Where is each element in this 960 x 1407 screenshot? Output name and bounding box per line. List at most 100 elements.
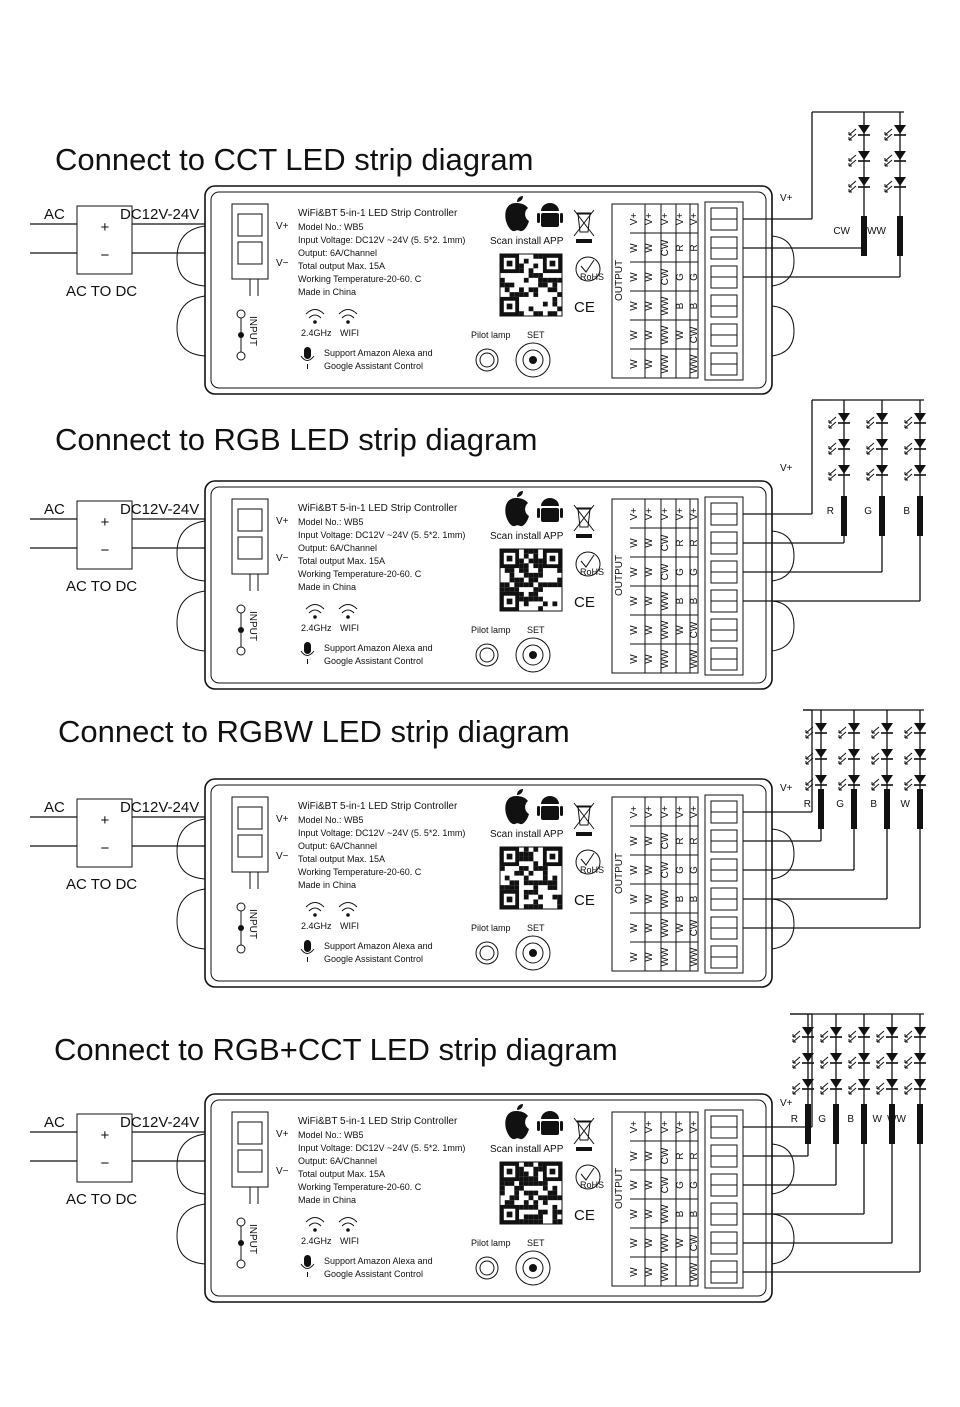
mic-stand	[300, 948, 315, 962]
qr-module	[523, 1200, 529, 1205]
output-channel-label: R	[675, 539, 686, 546]
output-channel-label: W	[644, 923, 655, 933]
qr-module	[538, 558, 543, 564]
diode-triangle	[838, 439, 850, 448]
qr-module	[504, 1200, 510, 1205]
mic-head	[304, 1255, 311, 1267]
output-channel-label: B	[689, 597, 700, 604]
strip-channel-label: B	[847, 1114, 854, 1125]
controller-body	[204, 778, 773, 988]
qr-module	[523, 582, 529, 588]
strip-resistor	[851, 789, 857, 829]
apple-logo-icon	[505, 196, 529, 232]
pilot-lamp	[475, 348, 499, 372]
led-diode-icon	[884, 125, 906, 141]
converter-label: AC TO DC	[66, 578, 137, 595]
qr-module	[547, 880, 553, 886]
ac-label: AC	[44, 799, 65, 816]
light-arrow-icon	[871, 752, 880, 760]
qr-module	[552, 311, 558, 316]
qr-module	[519, 1166, 524, 1172]
wifi-dot	[313, 1228, 317, 1232]
wifi-label: 2.4GHz	[301, 623, 332, 633]
light-arrow-icon	[820, 1087, 829, 1095]
light-arrow-icon	[805, 757, 814, 765]
output-channel-label: W	[629, 952, 640, 962]
qr-module	[533, 1190, 539, 1196]
led-diode-icon	[904, 413, 926, 429]
diode-triangle	[858, 151, 870, 160]
product-name: WiFi&BT 5-in-1 LED Strip Controller	[298, 208, 458, 219]
output-channel-label: G	[689, 273, 700, 281]
qr-module	[528, 880, 534, 886]
model-number: Model No.: WB5	[298, 222, 364, 232]
bin-shape	[576, 507, 592, 528]
alexa-support: Support Amazon Alexa and	[324, 941, 433, 951]
qr-module	[528, 268, 534, 274]
android-logo-icon	[537, 498, 563, 522]
strip-resistor	[897, 216, 903, 256]
qr-module	[500, 587, 505, 592]
qr-module	[552, 1190, 558, 1196]
output-channel-label: W	[644, 272, 655, 282]
led-diode-icon	[838, 775, 860, 791]
output-channel-label: W	[644, 1209, 655, 1219]
minus-sign: −	[101, 840, 110, 857]
qr-module	[519, 1185, 524, 1191]
android-body	[541, 806, 559, 820]
qr-module	[523, 1171, 529, 1177]
diode-triangle	[848, 775, 860, 784]
qr-module	[533, 254, 539, 259]
qr-module	[504, 1181, 510, 1186]
output-terminal-block	[704, 201, 744, 381]
qr-module	[514, 880, 520, 886]
mount-ear-right	[771, 1213, 795, 1265]
light-arrow-icon	[838, 783, 847, 791]
light-arrow-icon	[884, 185, 893, 193]
input-terminal-plus	[237, 508, 263, 532]
product-name: WiFi&BT 5-in-1 LED Strip Controller	[298, 801, 458, 812]
qr-code	[499, 1161, 563, 1225]
input-voltage: Input Voltage: DC12V ~24V (5. 5*2. 1mm)	[298, 235, 465, 245]
led-diode-icon	[904, 1027, 926, 1043]
output-channel-label: B	[675, 895, 686, 902]
qr-module	[523, 258, 529, 264]
light-arrow-icon	[805, 731, 814, 739]
light-arrow-icon	[871, 726, 880, 734]
light-arrow-icon	[884, 154, 893, 162]
android-body	[541, 1121, 559, 1135]
output-channel-label: W	[629, 567, 640, 577]
led-diode-icon	[848, 1053, 870, 1069]
light-arrow-icon	[904, 442, 913, 450]
rohs-icon	[575, 1164, 601, 1190]
mount-ear-left	[176, 1133, 206, 1195]
diode-triangle	[876, 439, 888, 448]
ac-dc-converter-box	[76, 1113, 133, 1183]
diode-triangle	[815, 775, 827, 784]
mic-stand	[300, 650, 315, 664]
diode-triangle	[886, 1027, 898, 1036]
qr-module	[519, 582, 524, 588]
working-temperature: Working Temperature-20-60. C	[298, 1182, 422, 1192]
qr-finder-dot	[506, 260, 513, 267]
mic-head	[304, 940, 311, 952]
qr-module	[547, 287, 553, 293]
qr-module	[514, 577, 520, 583]
qr-code	[499, 253, 563, 317]
android-arm	[537, 508, 540, 518]
light-arrow-icon	[820, 1082, 829, 1090]
dc-voltage-label: DC12V-24V	[120, 1114, 199, 1131]
qr-module	[552, 287, 558, 293]
set-button-core	[529, 356, 537, 364]
qr-module	[533, 587, 539, 592]
output-terminal-block	[704, 496, 744, 676]
led-diode-icon	[792, 1053, 814, 1069]
output-channel-label: W	[629, 1209, 640, 1219]
bin-cross	[573, 802, 595, 830]
mount-ear-right	[771, 828, 795, 880]
qr-module	[523, 904, 529, 909]
input-v-plus: V+	[276, 1129, 289, 1140]
output-channel-label: R	[689, 539, 700, 546]
output-channel-label: V+	[689, 213, 700, 226]
mount-ear-right	[771, 1143, 795, 1195]
